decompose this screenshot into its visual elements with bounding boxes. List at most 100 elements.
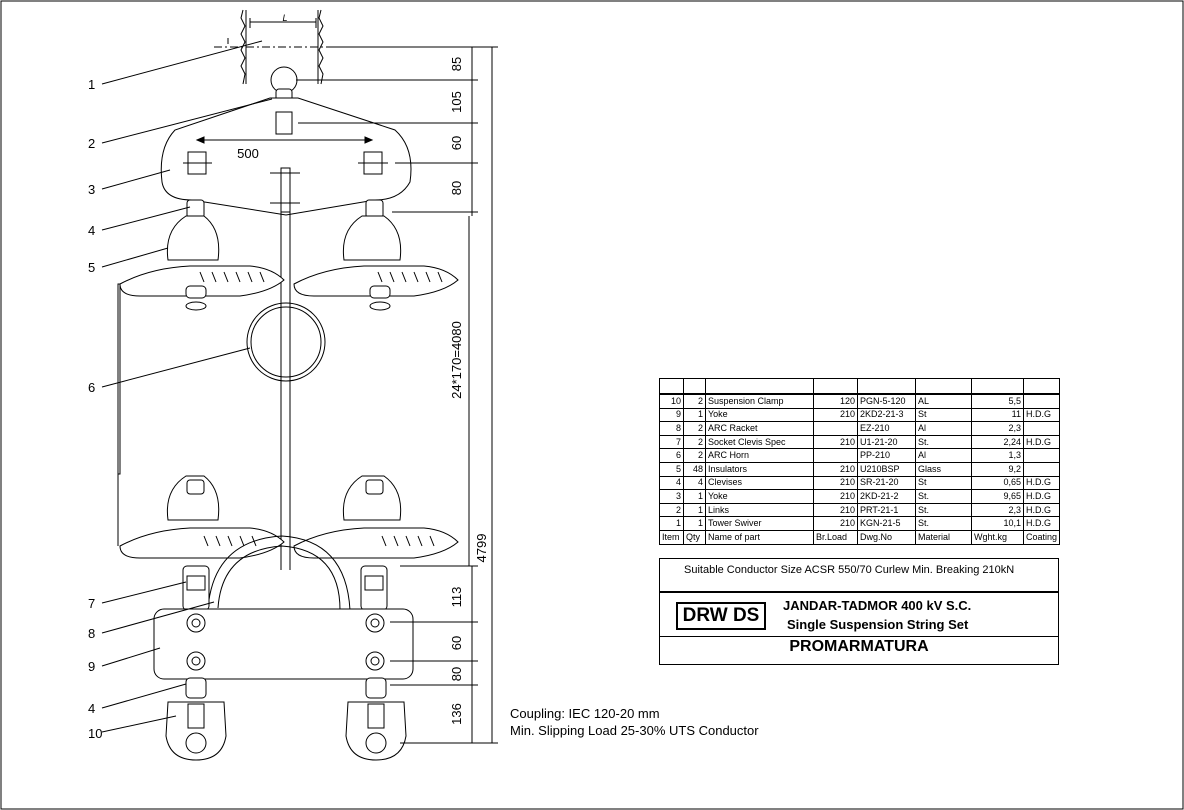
- bom-cell: 210: [813, 516, 858, 531]
- bom-cell: PP-210: [857, 448, 916, 463]
- bom-cell: 3: [659, 489, 684, 504]
- tower-attachment: [214, 9, 332, 85]
- bom-cell: Yoke: [705, 489, 814, 504]
- bom-cell: St.: [915, 516, 972, 531]
- dim-80-bottom: 80: [449, 667, 464, 681]
- project-title: JANDAR-TADMOR 400 kV S.C.: [783, 598, 972, 613]
- bom-header-cell: Coating: [1023, 529, 1060, 545]
- bom-cell: 9: [659, 407, 684, 423]
- item-label: 6: [88, 380, 95, 395]
- bom-cell: 2KD2-21-3: [857, 407, 916, 423]
- bom-cell: 120: [813, 393, 858, 409]
- bom-cell: 4: [683, 475, 706, 491]
- bom-cell: 7: [659, 434, 684, 450]
- bom-cell: EZ-210: [857, 421, 916, 436]
- dimension-values: 85 105 60 80 24*170=4080 4799 113 60 80 …: [449, 57, 489, 725]
- bom-cell: PRT-21-1: [857, 502, 916, 518]
- bom-cell: 210: [813, 502, 858, 518]
- dim-string-length: 24*170=4080: [449, 321, 464, 399]
- company-name: PROMARMATURA: [789, 638, 929, 655]
- item-label: 4: [88, 223, 95, 238]
- bom-cell: 4: [659, 475, 684, 491]
- bom-cell: 1: [683, 516, 706, 531]
- bom-header-cell: Name of part: [705, 529, 814, 545]
- dim-136: 136: [449, 703, 464, 725]
- bom-cell: H.D.G: [1023, 434, 1060, 450]
- bom-cell: 5,5: [971, 393, 1024, 409]
- bom-cell: 0,65: [971, 475, 1024, 491]
- bom-cell: [1023, 421, 1060, 436]
- item-label: 5: [88, 260, 95, 275]
- bom-header-cell: Br.Load: [813, 529, 858, 545]
- bom-cell: St.: [915, 489, 972, 504]
- bom-cell: H.D.G: [1023, 516, 1060, 531]
- arc-racket: [207, 535, 351, 611]
- bom-cell: 2KD-21-2: [857, 489, 916, 504]
- central-rod: [280, 212, 291, 570]
- bom-cell: 1,3: [971, 448, 1024, 463]
- bom-cell: 2,24: [971, 434, 1024, 450]
- bom-cell: H.D.G: [1023, 475, 1060, 491]
- insulator-string-left: [117, 199, 285, 559]
- note-slipping-load: Min. Slipping Load 25-30% UTS Conductor: [510, 723, 759, 738]
- dim-85: 85: [449, 57, 464, 71]
- bom-cell: [1023, 448, 1060, 463]
- bom-cell: [1023, 461, 1060, 477]
- item-label: 4: [88, 701, 95, 716]
- bom-cell: Socket Clevis Spec: [705, 434, 814, 450]
- bom-cell: 2: [659, 502, 684, 518]
- bom-cell: 1: [683, 502, 706, 518]
- item-label: 9: [88, 659, 95, 674]
- item-label: 8: [88, 626, 95, 641]
- bom-cell: Insulators: [705, 461, 814, 477]
- title-block: [659, 592, 1059, 665]
- bom-cell: 9,2: [971, 461, 1024, 477]
- note-coupling: Coupling: IEC 120-20 mm: [510, 706, 660, 721]
- bom-cell: 2,3: [971, 421, 1024, 436]
- bom-cell: 11: [971, 407, 1024, 423]
- bom-cell: 9,65: [971, 489, 1024, 504]
- dim-105: 105: [449, 91, 464, 113]
- arc-horn-ring: [246, 302, 326, 382]
- bom-blank-row: [659, 378, 1060, 395]
- tower-swivel: [270, 66, 298, 102]
- bom-header-cell: Qty: [683, 529, 706, 545]
- bom-cell: 1: [683, 407, 706, 423]
- bom-cell: 210: [813, 407, 858, 423]
- lower-yoke: [153, 608, 414, 680]
- dimension-chain: [296, 46, 498, 744]
- bom-cell: H.D.G: [1023, 502, 1060, 518]
- bom-cell: 2: [683, 393, 706, 409]
- dim-60-top: 60: [449, 136, 464, 150]
- bom-cell: 1: [683, 489, 706, 504]
- conductor-spec: Suitable Conductor Size ACSR 550/70 Curl…: [684, 564, 1015, 576]
- bom-cell: 6: [659, 448, 684, 463]
- bom-cell: 10,1: [971, 516, 1024, 531]
- bom-cell: 2: [683, 434, 706, 450]
- bom-cell: 2: [683, 421, 706, 436]
- bom-cell: St.: [915, 434, 972, 450]
- bom-cell: H.D.G: [1023, 407, 1060, 423]
- title-divider: [659, 636, 1059, 637]
- bom-cell: Suspension Clamp: [705, 393, 814, 409]
- bom-cell: [1023, 393, 1060, 409]
- bom-cell: ARC Horn: [705, 448, 814, 463]
- bom-cell: AL: [915, 393, 972, 409]
- bom-cell: U1-21-20: [857, 434, 916, 450]
- bom-cell: U210BSP: [857, 461, 916, 477]
- bom-cell: Glass: [915, 461, 972, 477]
- socket-clevises: [182, 565, 388, 611]
- bom-cell: Al: [915, 421, 972, 436]
- bom-cell: 10: [659, 393, 684, 409]
- bom-cell: 48: [683, 461, 706, 477]
- drawing-code: DRW DS: [676, 602, 766, 630]
